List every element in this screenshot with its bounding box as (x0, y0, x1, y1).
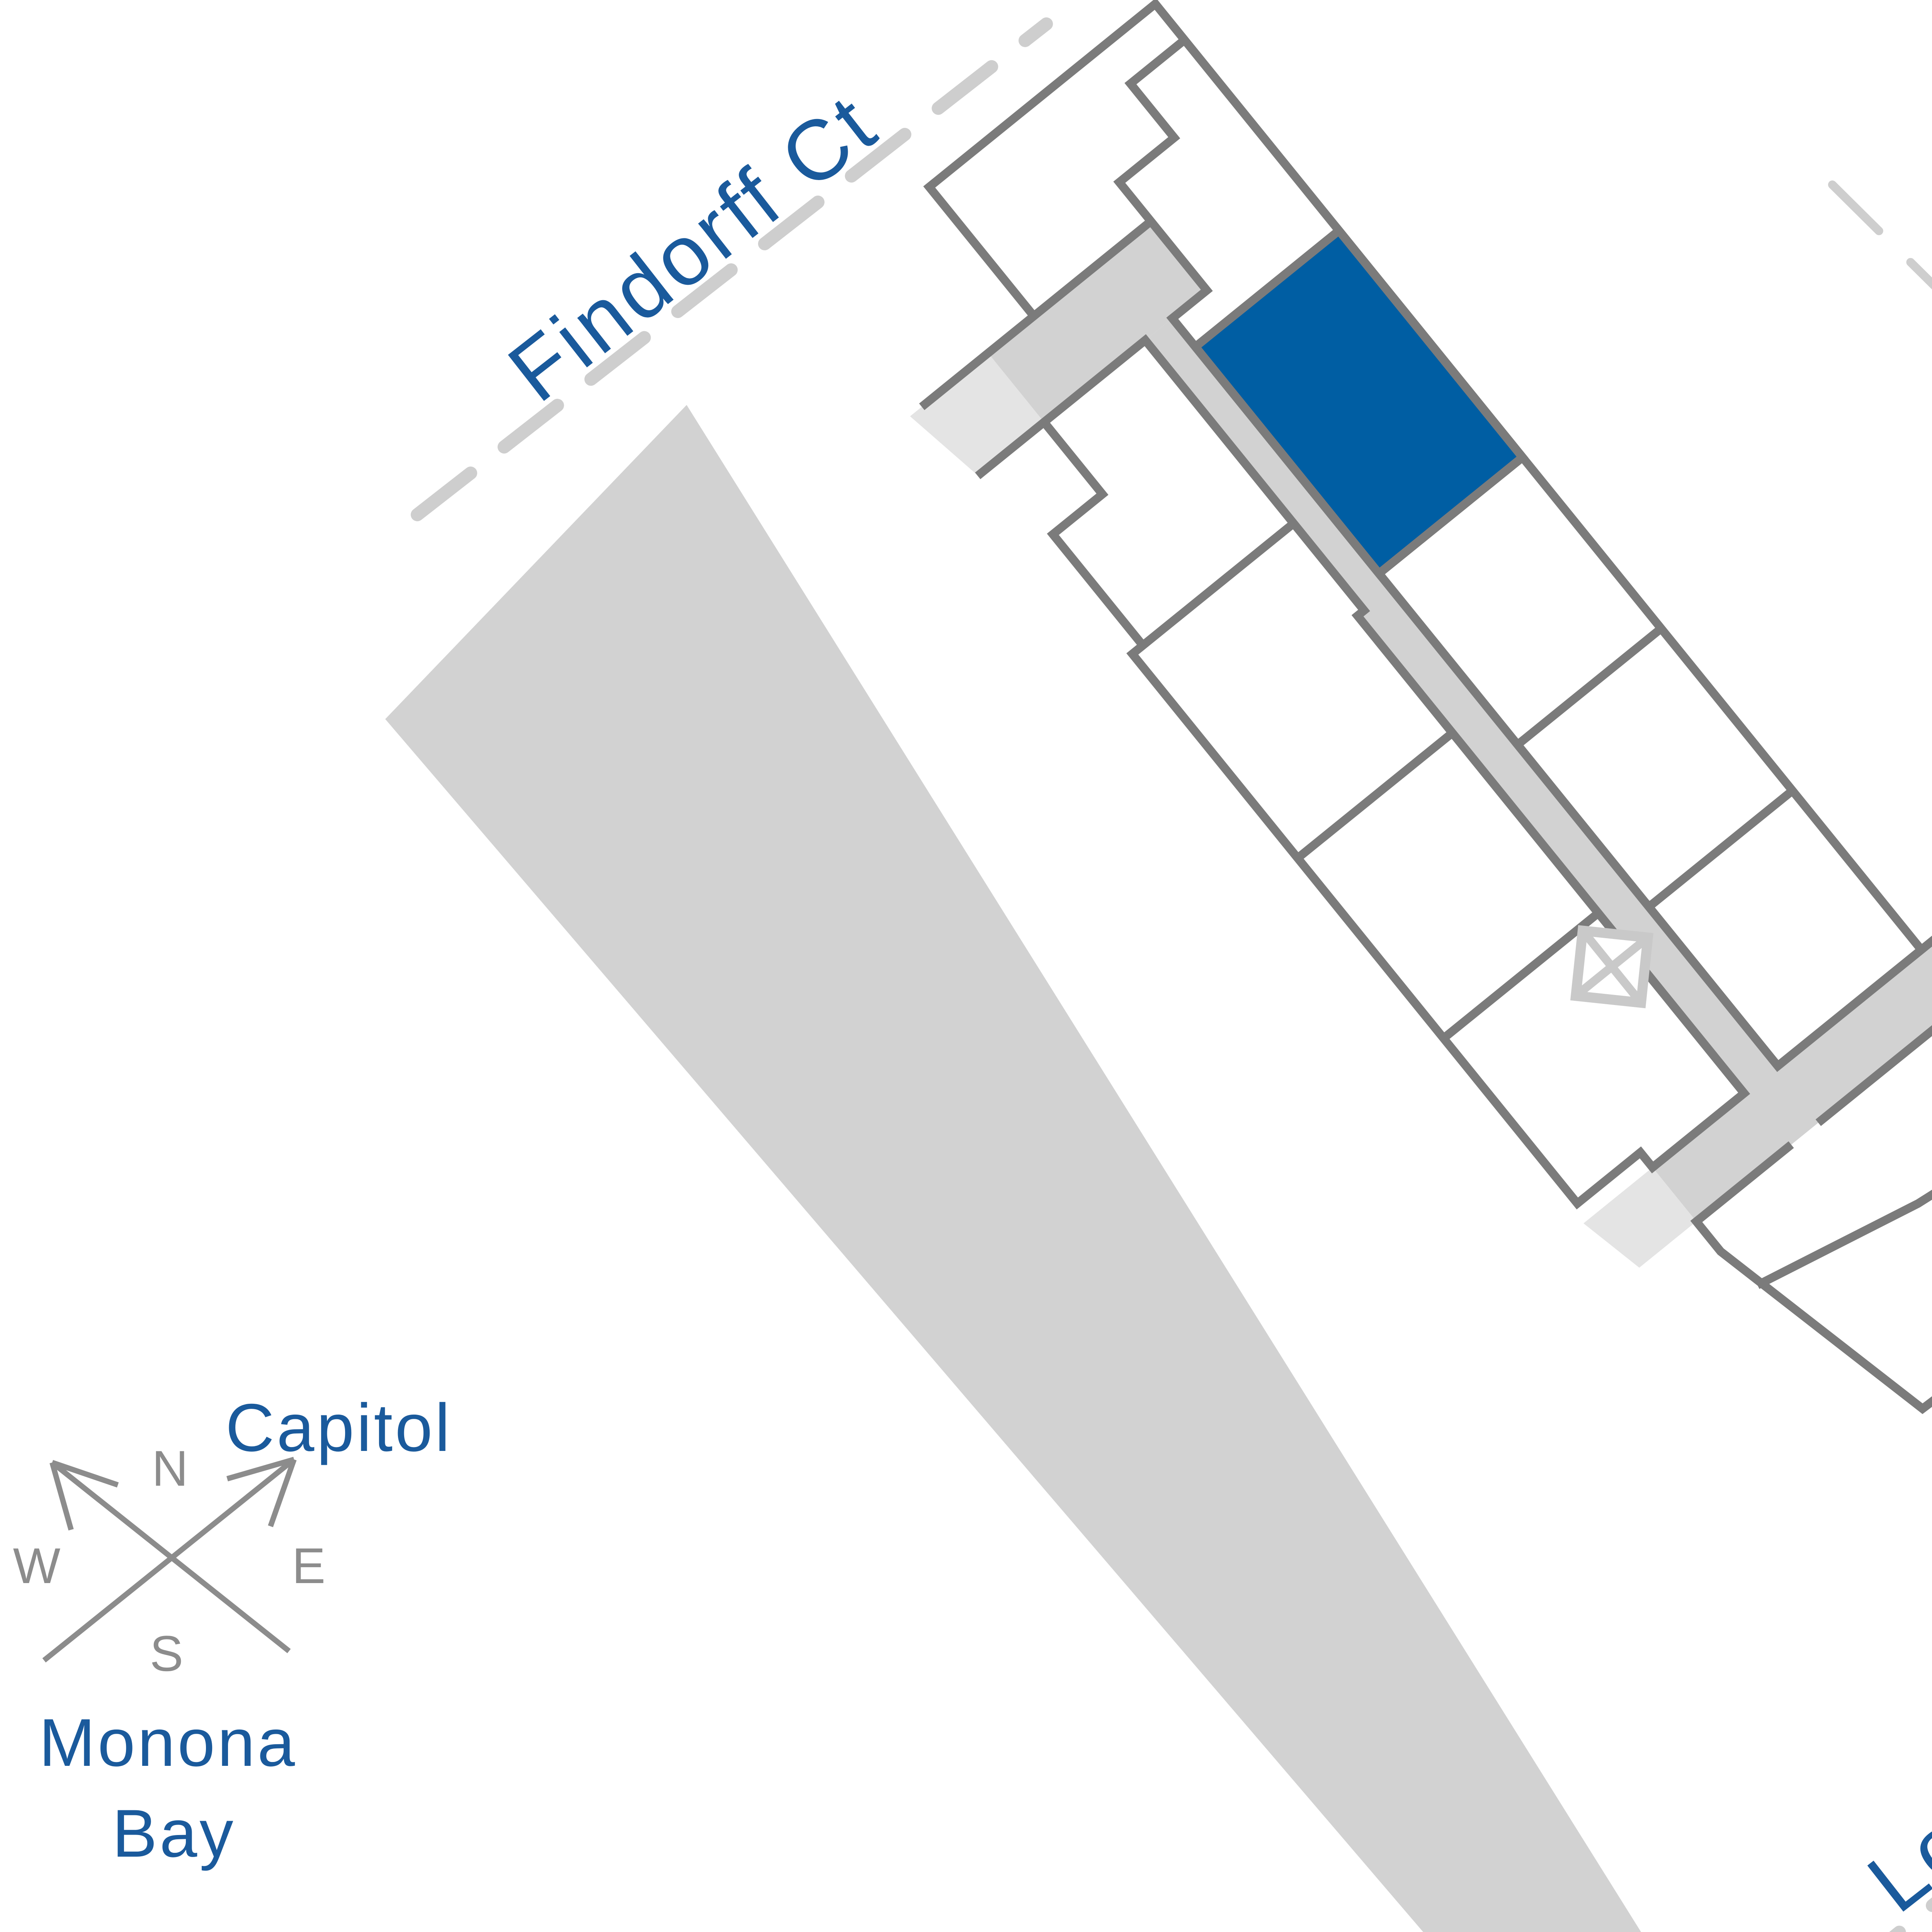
building-footprint (910, 0, 1932, 1414)
findorff-centerline (411, 17, 1053, 521)
compass-letter-w: W (13, 1537, 61, 1594)
corridor-exit-southwest (1583, 1167, 1697, 1268)
corridor-cross (1652, 942, 1932, 1222)
compass-letter-e: E (292, 1537, 326, 1594)
compass: N W E S (13, 1440, 326, 1682)
compass-letter-s: S (150, 1625, 184, 1682)
corridor-entry-hall (988, 221, 1207, 422)
compass-arrow-capitol (42, 1457, 297, 1663)
compass-arrow-north (49, 1460, 291, 1653)
bay-line: Bay (112, 1796, 236, 1871)
adjacent-building-mass (385, 405, 1641, 1932)
monona-line: Monona (39, 1705, 297, 1781)
landmark-monona-bay: Monona Bay (39, 1705, 297, 1871)
building-walls (919, 0, 1932, 1414)
elevator-marker-icon (1570, 925, 1653, 1009)
elevator-marker-x (1573, 928, 1651, 1005)
landmark-capitol: Capitol (226, 1390, 452, 1466)
compass-letter-n: N (152, 1440, 188, 1497)
